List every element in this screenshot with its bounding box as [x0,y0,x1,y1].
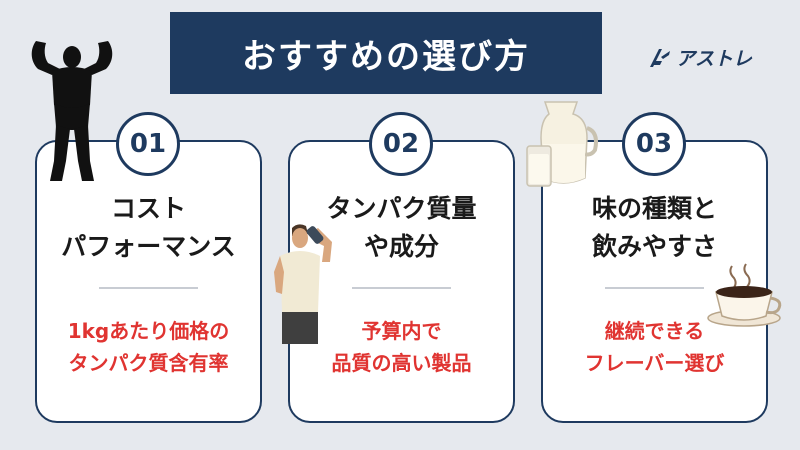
card-cost-performance: コスト パフォーマンス 1kgあたり価格の タンパク質含有率 [35,140,262,423]
card-flavor: 味の種類と 飲みやすさ 継続できる フレーバー選び [541,140,768,423]
page-title: おすすめの選び方 [242,36,530,77]
card-heading-line: や成分 [363,232,439,261]
title-banner: おすすめの選び方 [170,12,602,94]
card-heading-line: 飲みやすさ [591,232,717,261]
card-number-badge: 02 [369,112,433,176]
card-heading-line: パフォーマンス [61,232,236,261]
card-description-line: 品質の高い製品 [331,351,472,375]
protein-drinker-icon [274,224,332,344]
card-description-line: 継続できる [604,319,705,343]
card-description: 継続できる フレーバー選び [543,315,766,379]
brand-name: アストレ [676,48,753,70]
card-number-badge: 01 [116,112,180,176]
card-heading: タンパク質量 や成分 [290,190,513,266]
card-description: 1kgあたり価格の タンパク質含有率 [37,315,260,379]
card-heading-line: 味の種類と [591,194,717,223]
card-description-line: フレーバー選び [584,351,725,375]
card-heading: コスト パフォーマンス [37,190,260,266]
card-description-line: タンパク質含有率 [68,351,229,375]
brand-logo-icon [650,48,670,67]
card-description-line: 1kgあたり価格の [67,319,230,343]
card-heading-line: タンパク質量 [326,194,477,223]
card-protein-content: タンパク質量 や成分 予算内で 品質の高い製品 [288,140,515,423]
card-number-badge: 03 [622,112,686,176]
coffee-cup-icon [707,263,782,327]
divider [605,287,704,289]
card-heading: 味の種類と 飲みやすさ [543,190,766,266]
brand-logo: アストレ [648,44,752,71]
bodybuilder-silhouette-icon [31,41,113,181]
milk-pitcher-icon [526,101,598,187]
card-heading-line: コスト [110,194,186,223]
divider [352,287,451,289]
divider [99,287,198,289]
card-description-line: 予算内で [361,319,442,343]
card-description: 予算内で 品質の高い製品 [290,315,513,379]
